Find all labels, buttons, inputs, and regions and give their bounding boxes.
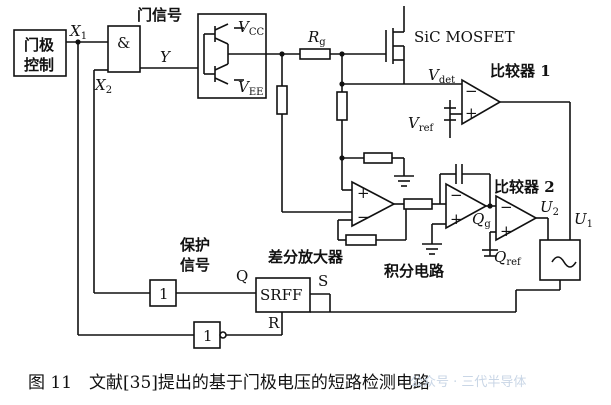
u1-label: U1 <box>574 210 593 230</box>
vee-label: VEE <box>238 78 263 98</box>
watermark: 公众号 · 三代半导体 <box>410 375 526 390</box>
vdet-label: Vdet <box>428 66 455 86</box>
svg-text:−: − <box>500 198 513 216</box>
divider-resistor <box>336 91 348 121</box>
x1-label: X1 <box>69 22 87 42</box>
gate-signal-label: 门信号 <box>137 6 182 24</box>
srff-q-label: Q <box>236 267 248 285</box>
svg-text:−: − <box>465 82 478 100</box>
u2-label: U2 <box>540 198 559 218</box>
comparator-1-label: 比较器 1 <box>490 62 551 80</box>
and-gate-symbol: & <box>117 34 130 52</box>
gate-resistor-rg <box>299 48 331 60</box>
logic-gate-block <box>539 239 581 281</box>
qref-label: Qref <box>494 248 522 268</box>
x2-label: X2 <box>94 76 112 96</box>
svg-text:+: + <box>465 104 478 122</box>
comparator-2 <box>495 194 538 242</box>
diff-amp-feedback-resistor <box>345 234 377 246</box>
svg-text:+: + <box>357 184 370 202</box>
integrator-label: 积分电路 <box>384 262 445 280</box>
sr-flip-flop <box>255 277 311 313</box>
integrator-input-resistor <box>403 198 433 210</box>
rg-label: Rg <box>307 28 326 48</box>
vref-label: Vref <box>408 114 435 134</box>
sic-mosfet-label: SiC MOSFET <box>414 28 515 46</box>
svg-text:−: − <box>450 186 463 204</box>
inverter-gate-symbol: 1 <box>203 327 213 345</box>
srff-r-label: R <box>268 314 280 332</box>
comparator-1 <box>461 78 502 126</box>
gate-driver-block <box>197 13 267 99</box>
figure-caption: 图 11 文献[35]提出的基于门极电压的短路检测电路 <box>28 373 430 393</box>
protect-signal-line1: 保护 <box>179 236 210 254</box>
gate-control-label-line2: 控制 <box>24 56 54 74</box>
protect-signal-line2: 信号 <box>180 256 210 274</box>
buffer-gate-symbol: 1 <box>159 285 169 303</box>
integrator-opamp <box>445 182 488 230</box>
svg-text:+: + <box>450 210 463 228</box>
left-resistor <box>276 85 288 115</box>
gate-control-label-line1: 门极 <box>24 36 55 54</box>
differential-amplifier <box>351 180 396 228</box>
svg-text:−: − <box>357 208 370 226</box>
logic-gate-symbol <box>551 256 577 268</box>
svg-text:+: + <box>500 222 513 240</box>
qg-label: Qg <box>472 210 491 230</box>
differential-amplifier-label: 差分放大器 <box>268 248 344 266</box>
and-gate <box>107 25 141 73</box>
sense-resistor <box>363 152 393 164</box>
y-label: Y <box>160 48 172 66</box>
vcc-label: VCC <box>238 18 264 38</box>
sic-mosfet-symbol <box>385 6 405 84</box>
driver-transistors <box>203 23 266 85</box>
gate-control-block <box>13 29 67 77</box>
srff-label: SRFF <box>260 286 302 304</box>
comparator-2-label: 比较器 2 <box>494 178 555 196</box>
srff-s-label: S <box>318 272 328 290</box>
